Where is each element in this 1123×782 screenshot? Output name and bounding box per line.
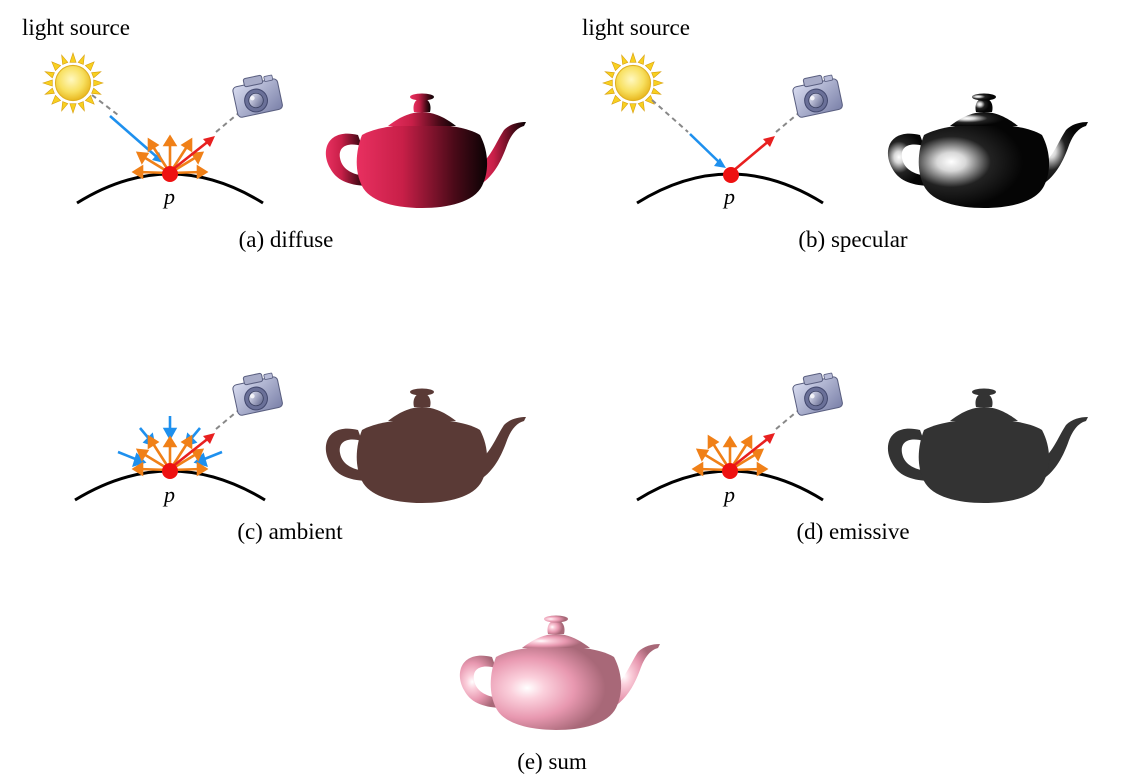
to-viewer-ray-head (203, 433, 215, 444)
panel-specular (602, 52, 1088, 208)
sun-icon (602, 52, 664, 114)
viewer-dashed (775, 111, 801, 133)
to-viewer-ray (171, 435, 211, 469)
surface-point (723, 167, 739, 183)
panel-sum (459, 615, 660, 730)
to-viewer-ray (732, 139, 771, 172)
ambient-teapot (325, 388, 526, 503)
caption-diffuse: (a) diffuse (238, 227, 334, 252)
sun-icon (42, 52, 104, 114)
point-label-a: p (164, 184, 175, 209)
camera-icon (790, 71, 844, 119)
viewer-dashed (215, 111, 241, 133)
point-label-b: p (724, 184, 735, 209)
point-label-c: p (164, 482, 175, 507)
light-source-label-a: light source (22, 15, 130, 40)
diffuse-teapot (325, 93, 526, 208)
surface-point (722, 463, 738, 479)
viewer-dashed (215, 408, 241, 430)
viewer-dashed (775, 408, 801, 430)
caption-ambient: (c) ambient (237, 519, 343, 544)
emissive-teapot (887, 388, 1088, 503)
incoming-ray (689, 133, 721, 164)
to-viewer-ray-head (763, 433, 775, 444)
surface-point (162, 166, 178, 182)
to-viewer-ray (731, 435, 771, 469)
point-label-d: p (724, 482, 735, 507)
to-viewer-ray-head (763, 136, 775, 147)
camera-icon (790, 369, 844, 417)
specular-teapot (887, 93, 1088, 208)
caption-emissive: (d) emissive (796, 519, 910, 544)
surface-point (162, 463, 178, 479)
incoming-ray-head (714, 158, 726, 168)
camera-icon (230, 71, 284, 119)
panel-ambient (74, 369, 526, 503)
panel-emissive (636, 369, 1088, 503)
sum-teapot (459, 615, 660, 730)
light-to-point-dashed (651, 99, 689, 133)
incoming-ray (109, 115, 159, 159)
to-viewer-ray-head (203, 136, 215, 147)
caption-specular: (b) specular (798, 227, 908, 252)
panel-diffuse (42, 52, 526, 208)
to-viewer-ray (171, 138, 211, 172)
caption-sum: (e) sum (517, 749, 587, 774)
camera-icon (230, 369, 284, 417)
light-to-point-dashed (91, 94, 119, 116)
light-source-label-b: light source (582, 15, 690, 40)
